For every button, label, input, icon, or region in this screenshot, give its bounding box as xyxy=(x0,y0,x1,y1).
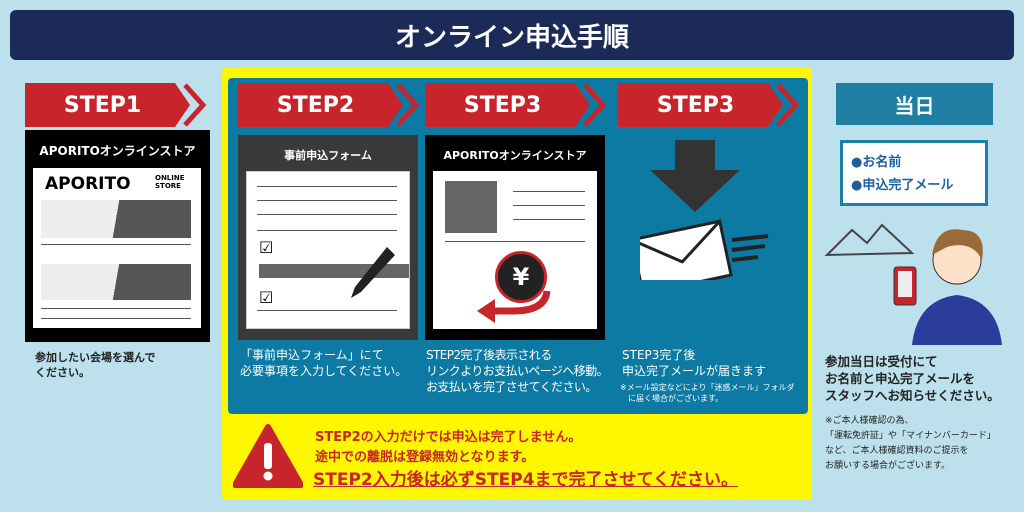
day-of-banner: 当日 xyxy=(836,83,993,125)
yen-coin-icon: ¥ xyxy=(495,251,547,303)
step2-form-panel: 事前申込フォーム ☑ ☑ xyxy=(238,135,418,340)
step-label: STEP2 xyxy=(276,92,355,118)
step3-mail-banner: STEP3 xyxy=(618,83,803,127)
checkbox-icon: ☑ xyxy=(259,238,274,257)
step3-desc: STEP2完了後表示される リンクよりお支払いページへ移動。 お支払いを完了させ… xyxy=(426,348,609,394)
step1-banner: STEP1 xyxy=(25,83,210,127)
day-of-items: ●お名前 ●申込完了メール xyxy=(840,140,988,206)
down-arrow-icon xyxy=(650,140,740,212)
step1-desc: 参加したい会場を選んで ください。 xyxy=(35,351,156,379)
step3-banner: STEP3 xyxy=(425,83,610,127)
step2-desc: 「事前申込フォーム」にて 必要事項を入力してください。 xyxy=(240,348,408,378)
return-arrow-icon xyxy=(477,290,551,323)
step3-mail-note: ※メール設定などにより「迷惑メール」フォルダ に届く場合がございます。 xyxy=(620,383,795,403)
checkbox-icon: ☑ xyxy=(259,288,274,307)
step2-banner: STEP2 xyxy=(238,83,423,127)
staff-illustration xyxy=(824,223,1002,345)
pen-icon xyxy=(351,247,395,298)
day-of-desc: 参加当日は受付にて お名前と申込完了メールを スタッフへお知らせください。 xyxy=(825,354,1000,403)
image-placeholder xyxy=(41,264,191,300)
logo-sub: ONLINE STORE xyxy=(155,174,185,190)
image-placeholder xyxy=(41,200,191,238)
step3-mail-desc: STEP3完了後 申込完了メールが届きます xyxy=(622,348,767,378)
step-label: STEP3 xyxy=(463,92,542,118)
warning-icon xyxy=(233,424,303,488)
panel-title: APORITOオンラインストア xyxy=(39,144,196,158)
aporito-logo: APORITO xyxy=(45,174,131,194)
warning-line3: STEP2入力後は必ずSTEP4まで完了させてください。 xyxy=(313,470,738,490)
payment-mockup: ¥ xyxy=(433,171,597,329)
step-label: STEP1 xyxy=(63,92,142,118)
day-of-note: ※ご本人様確認の為、 「運転免許証」や「マイナンバーカード」 など、ご本人様確認… xyxy=(825,416,996,471)
envelope-icon xyxy=(640,219,733,280)
item-name: ●お名前 xyxy=(851,155,902,170)
mail-graphic xyxy=(640,140,769,280)
form-mockup: ☑ ☑ xyxy=(246,171,410,329)
step1-store-panel: APORITOオンラインストア APORITO ONLINE STORE xyxy=(25,130,210,342)
step3-payment-panel: APORITOオンラインストア ¥ xyxy=(425,135,605,340)
store-mockup: APORITO ONLINE STORE xyxy=(33,168,201,328)
warning-line1: STEP2の入力だけでは申込は完了しません。 xyxy=(315,430,582,445)
panel-title: 事前申込フォーム xyxy=(284,149,372,162)
warning-line2: 途中での離脱は登録無効となります。 xyxy=(315,450,535,465)
page-title: オンライン申込手順 xyxy=(10,10,1014,60)
panel-title: APORITOオンラインストア xyxy=(443,149,587,162)
step-label: STEP3 xyxy=(656,92,735,118)
item-email: ●申込完了メール xyxy=(851,178,954,193)
mountain-icon xyxy=(824,223,915,257)
